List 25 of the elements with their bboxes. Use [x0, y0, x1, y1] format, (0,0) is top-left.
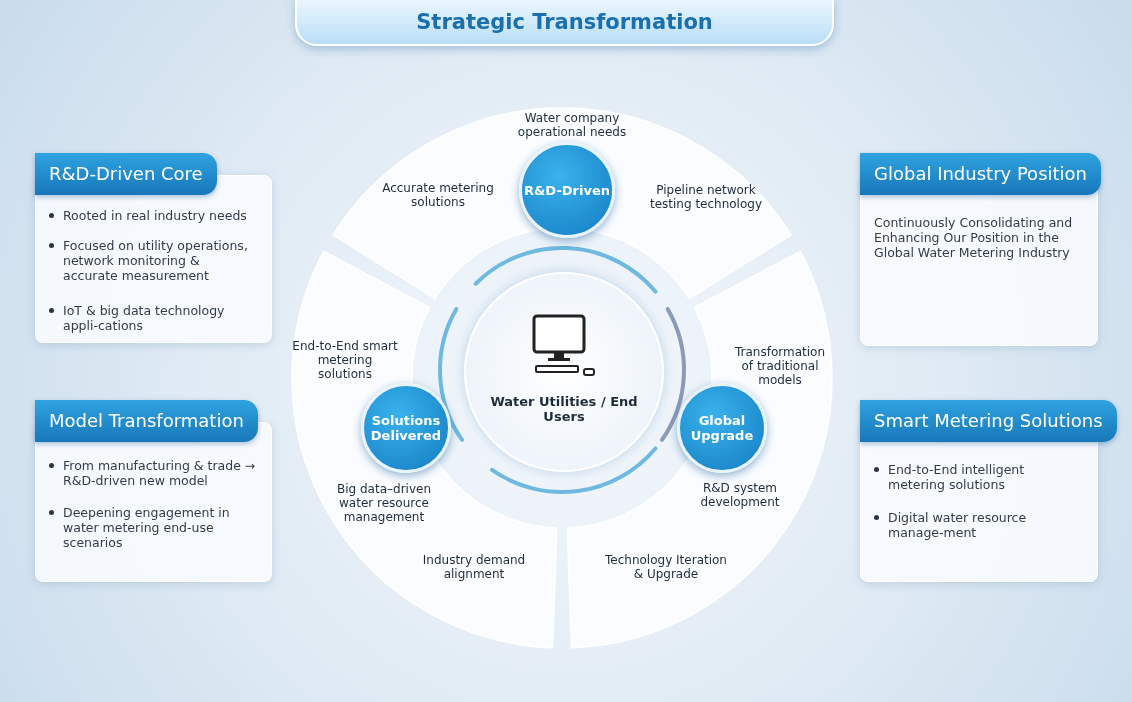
segment-label: Technology Iteration & Upgrade	[604, 553, 728, 581]
segment-label: Accurate metering solutions	[381, 181, 495, 209]
bullet-item: From manufacturing & trade → R&D-driven new model	[49, 458, 258, 488]
title-banner: Strategic Transformation	[295, 0, 834, 46]
info-card	[860, 153, 1098, 346]
segment-label: End-to-End smart metering solutions	[291, 339, 399, 381]
center-circle	[464, 272, 664, 472]
bullet-item: Deepening engagement in water metering end-use scenarios	[49, 505, 258, 550]
card-heading: Smart Metering Solutions	[860, 400, 1117, 442]
info-card	[35, 400, 272, 582]
center-label: Water Utilities / End Users	[489, 394, 639, 424]
card-heading: R&D-Driven Core	[35, 153, 217, 195]
bullet-item: Focused on utility operations, network monitoring & accurate measurement	[49, 238, 258, 283]
segment-label: Pipeline network testing technology	[648, 183, 764, 211]
bullet-item: IoT & big data technology appli-cations	[49, 303, 258, 333]
bullet-item: Digital water resource manage-ment	[874, 510, 1084, 540]
segment-label: Industry demand alignment	[421, 553, 527, 581]
description-text: Continuously Consolidating and Enhancing Our Position in the Global Water Metering Industry	[874, 215, 1074, 260]
card-heading: Model Transformation	[35, 400, 258, 442]
bullet-item: End-to-End intelligent metering solutions	[874, 462, 1084, 492]
segment-label: Water company operational needs	[516, 111, 628, 139]
bullet-item: Rooted in real industry needs	[49, 208, 258, 223]
segment-label: Big data–driven water resource management	[336, 482, 432, 524]
segment-label: R&D system development	[699, 481, 781, 509]
card-heading: Global Industry Position	[860, 153, 1101, 195]
